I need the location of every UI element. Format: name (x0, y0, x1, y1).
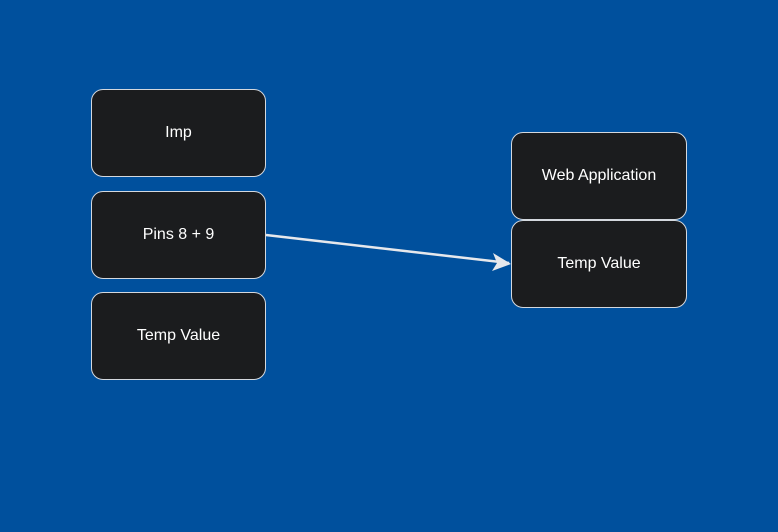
node-imp-label: Imp (165, 124, 192, 141)
edge-pins-to-temp-value (265, 233, 510, 266)
node-temp-value-left-label: Temp Value (136, 327, 221, 344)
node-pins-8-9[interactable]: Pins 8 + 9 (91, 191, 266, 279)
node-temp-value-right-label: Temp Value (557, 255, 641, 272)
node-temp-value-left[interactable]: Temp Value (91, 292, 266, 380)
node-web-application-label: Web Application (541, 167, 657, 184)
node-pins-label: Pins 8 + 9 (142, 226, 215, 243)
node-web-application[interactable]: Web Application (511, 132, 687, 220)
node-imp[interactable]: Imp (91, 89, 266, 177)
arrowhead-icon (492, 253, 511, 271)
node-temp-value-right[interactable]: Temp Value (511, 220, 687, 308)
